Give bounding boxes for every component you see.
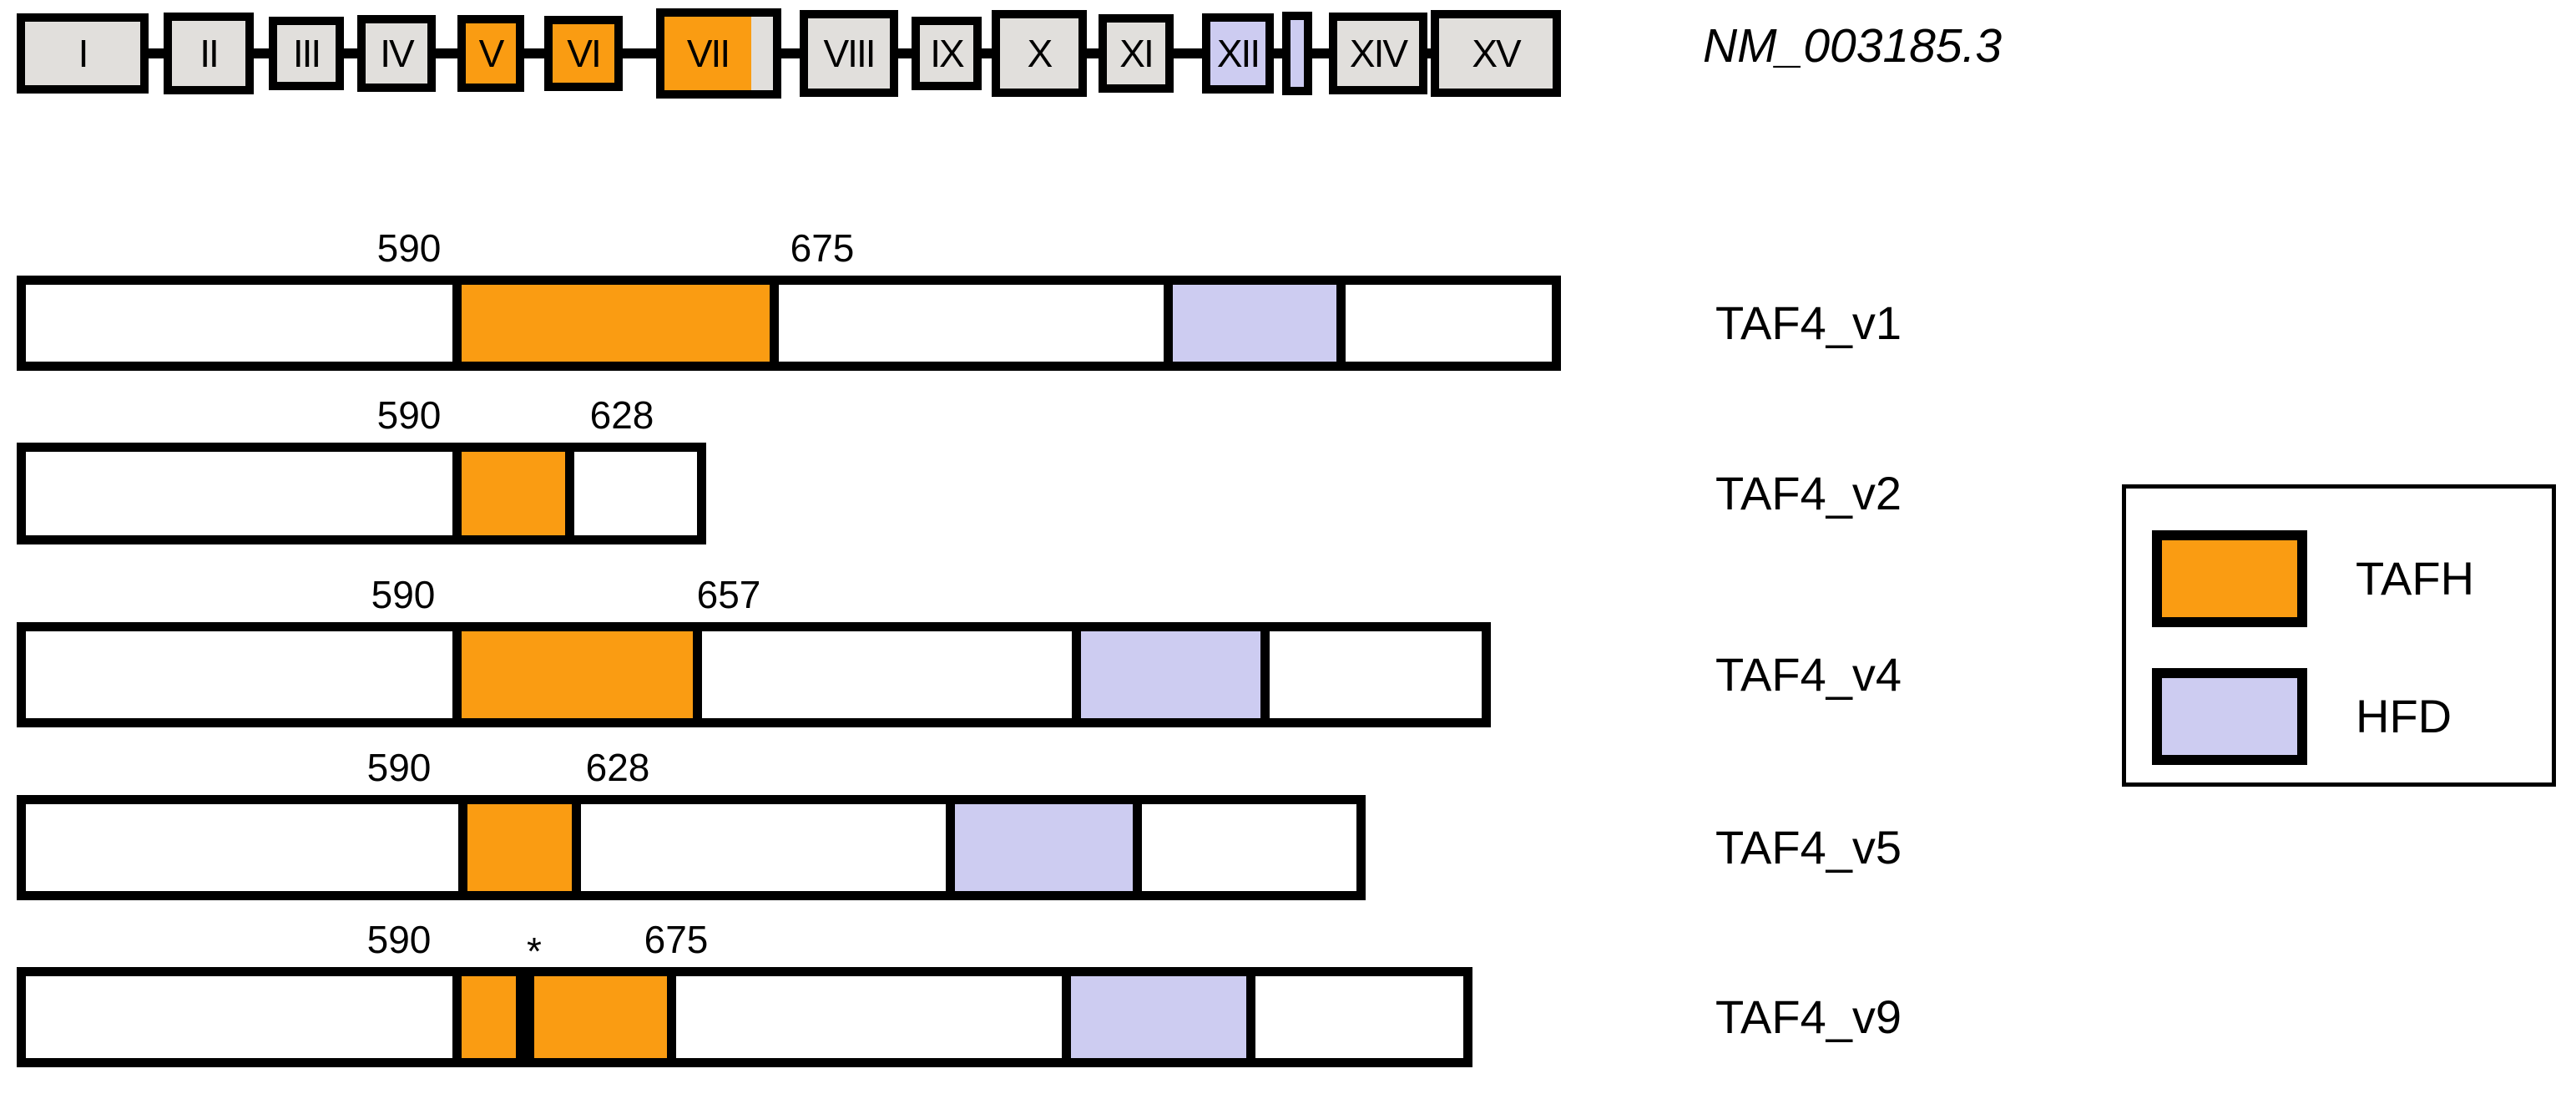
residue-label: 657 [696, 573, 761, 616]
legend-swatch-tafh [2152, 530, 2307, 627]
exon-box-xiv: XIV [1329, 13, 1427, 94]
legend-label-tafh: TAFH [2356, 552, 2475, 605]
residue-label: 590 [366, 918, 432, 961]
residue-label: 628 [589, 393, 654, 437]
exon-roman-numeral: VIII [823, 32, 876, 75]
residue-label: 590 [366, 746, 432, 789]
residue-label: 675 [790, 226, 855, 270]
exon-box-vi: VI [544, 16, 623, 91]
exon-roman-numeral: III [292, 32, 321, 75]
exon-roman-numeral: V [478, 32, 505, 75]
exon-roman-numeral: XV [1472, 32, 1521, 75]
exon-roman-numeral: XII [1216, 32, 1260, 75]
exon-box-xi: XI [1099, 14, 1174, 93]
exon-box-x: X [992, 10, 1087, 97]
exon-segment [751, 17, 773, 90]
hfd-domain [1062, 976, 1255, 1058]
exon-box-v: V [457, 15, 524, 92]
tafh-domain [452, 285, 779, 362]
exon-box-viii: VIII [800, 10, 898, 97]
exon-roman-numeral: XIV [1349, 32, 1408, 75]
exon-roman-numeral: IV [380, 32, 414, 75]
legend-swatch-hfd [2152, 668, 2307, 765]
exon-box-ix: IX [912, 17, 982, 90]
residue-label: 590 [371, 573, 436, 616]
residue-label: 590 [376, 393, 442, 437]
insertion-asterisk: * [527, 929, 542, 973]
hfd-domain [1164, 285, 1346, 362]
tafh-domain [452, 452, 574, 535]
hfd-domain [1072, 631, 1270, 718]
protein-bar-taf4_v9 [17, 967, 1472, 1067]
exon-box-i: I [17, 13, 149, 94]
exon-box-iv: IV [357, 15, 436, 92]
residue-label: 590 [376, 226, 442, 270]
exon-roman-numeral: X [1027, 32, 1053, 75]
variant-name-label: TAF4_v1 [1715, 296, 1902, 349]
variant-name-label: TAF4_v9 [1715, 990, 1902, 1043]
protein-bar-taf4_v4 [17, 622, 1491, 727]
legend-label-hfd: HFD [2356, 690, 2452, 742]
protein-bar-taf4_v1 [17, 276, 1561, 371]
exon-segment: VII [664, 17, 751, 90]
variant-name-label: TAF4_v5 [1715, 821, 1902, 874]
protein-bar-taf4_v2 [17, 443, 706, 544]
tafh-domain [452, 631, 702, 718]
transcript-label: NM_003185.3 [1703, 19, 2003, 73]
tafh-domain [458, 804, 581, 891]
variant-name-label: TAF4_v4 [1715, 648, 1902, 701]
exon-roman-numeral: VI [567, 32, 601, 75]
exon-box-iii: III [269, 17, 344, 90]
hfd-domain [946, 804, 1142, 891]
exon-roman-numeral: XI [1119, 32, 1154, 75]
exon-box-vii: VII [656, 8, 781, 99]
tafh-domain [452, 976, 525, 1058]
exon-box-unlabeled [1282, 12, 1312, 95]
protein-bar-taf4_v5 [17, 795, 1366, 900]
exon-box-xv: XV [1431, 10, 1561, 97]
exon-box-ii: II [164, 13, 254, 94]
residue-label: 628 [585, 746, 650, 789]
exon-box-xii: XII [1202, 13, 1274, 94]
variant-name-label: TAF4_v2 [1715, 467, 1902, 519]
exon-roman-numeral: I [78, 32, 89, 75]
residue-label: 675 [644, 918, 709, 961]
exon-roman-numeral: IX [930, 32, 964, 75]
exon-roman-numeral: II [200, 32, 220, 75]
exon-segments: VII [664, 17, 773, 90]
tafh-domain [525, 976, 676, 1058]
exon-roman-numeral: VII [686, 32, 730, 75]
